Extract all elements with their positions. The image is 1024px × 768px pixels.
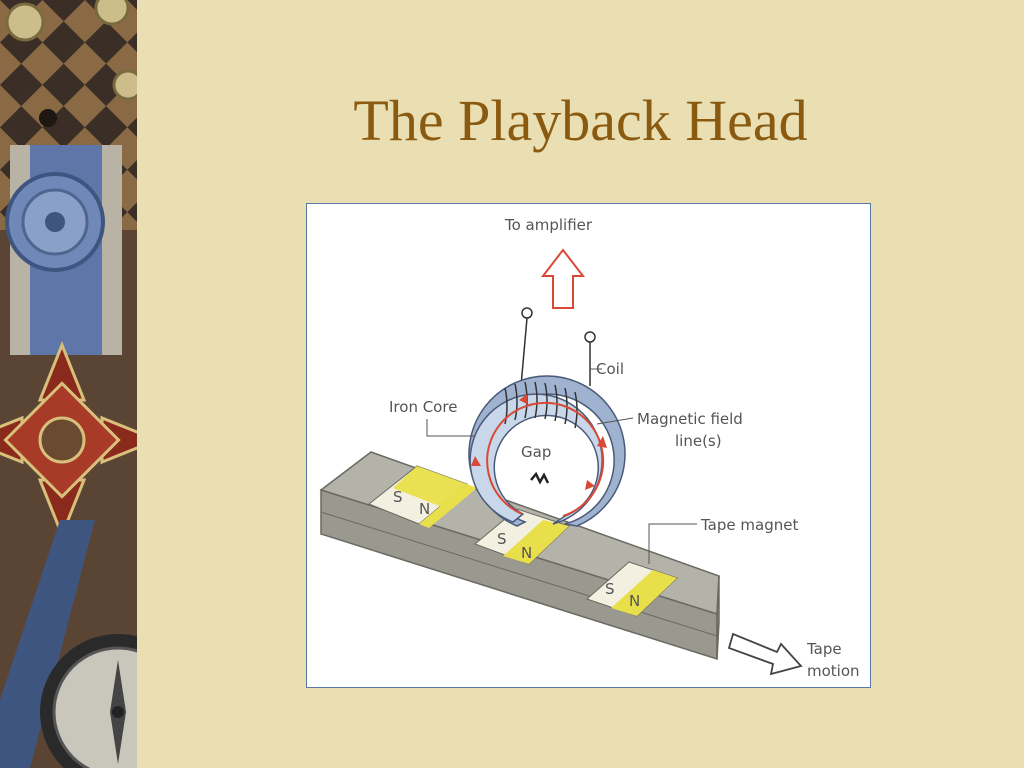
tape-magnet-segment-2: S N	[474, 508, 570, 565]
pole-s-1: S	[393, 488, 403, 506]
decorative-sidebar	[0, 0, 137, 768]
sidebar-art	[0, 0, 137, 768]
label-tape-magnet: Tape magnet	[700, 516, 798, 534]
label-coil: Coil	[596, 360, 624, 378]
amplifier-arrow-icon	[540, 248, 586, 309]
pole-s-2: S	[497, 530, 507, 548]
tape-magnet-segment-3: S N	[586, 561, 678, 617]
label-iron-core: Iron Core	[389, 398, 457, 416]
tape-magnet-segment-1: S N	[368, 465, 477, 528]
label-tape-motion-line2: motion	[807, 662, 860, 680]
magnetic-field-lines	[471, 394, 607, 517]
label-to-amplifier: To amplifier	[504, 216, 593, 234]
playback-head-diagram: To amplifier Coil S N	[306, 203, 871, 688]
pole-n-3: N	[629, 592, 640, 610]
label-magnetic-field-line2: line(s)	[675, 432, 722, 450]
slide-title: The Playback Head	[353, 88, 808, 153]
tape-motion-arrow-icon	[727, 632, 803, 676]
coil-leads	[520, 307, 596, 387]
iron-core	[468, 375, 626, 527]
coil-windings	[504, 381, 578, 429]
label-magnetic-field-line1: Magnetic field	[637, 410, 743, 428]
pole-s-3: S	[605, 580, 615, 598]
pole-n-2: N	[521, 544, 532, 562]
pole-n-1: N	[419, 500, 430, 518]
label-gap: Gap	[521, 443, 551, 461]
label-tape-motion-line1: Tape	[806, 640, 842, 658]
